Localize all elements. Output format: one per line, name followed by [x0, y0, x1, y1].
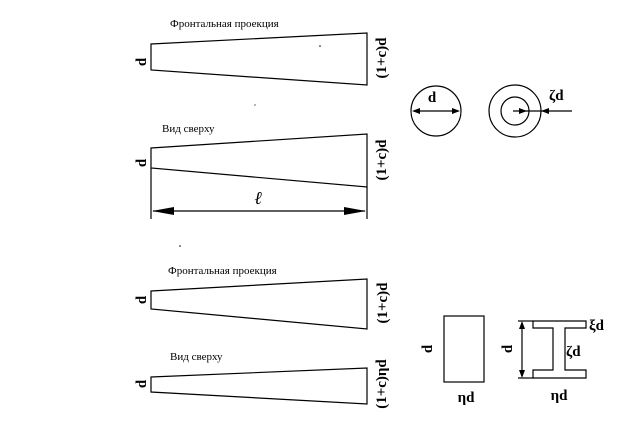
label-1c-d-frontal-top: (1+c)d [374, 37, 390, 79]
caption-top-view-bottom: Вид сверху [170, 351, 223, 363]
label-zeta-d: ζd [549, 88, 564, 104]
label-eta-d-i-beam: ηd [551, 388, 569, 404]
i-beam-section [532, 320, 587, 379]
label-1c-d-frontal-bottom: (1+c)d [375, 282, 391, 324]
rectangular-section [443, 315, 485, 383]
label-d-i-beam: d [500, 344, 516, 353]
caption-frontal-bottom: Фронтальная проекция [168, 265, 277, 277]
thickness-arrow-outer [541, 108, 549, 114]
diameter-arrow-right [452, 108, 460, 114]
beam-frontal-top [150, 32, 368, 86]
label-d-circle: d [428, 90, 437, 106]
beam-top-view-top [150, 133, 368, 188]
label-d-top-view-top: d [134, 158, 150, 167]
arrow-right [344, 207, 366, 215]
label-eta-d-rect: ηd [458, 390, 476, 406]
solid-circle-section [410, 85, 462, 137]
label-length: ℓ [254, 188, 262, 209]
label-d-top-view-bottom: d [134, 379, 150, 388]
label-d-rect: d [420, 344, 436, 353]
i-beam-dim-arrow-top [519, 321, 525, 329]
caption-frontal-top: Фронтальная проекция [170, 18, 279, 30]
diameter-arrow-left [412, 108, 420, 114]
label-1c-eta-d: (1+c)ηd [374, 359, 390, 409]
label-xi-d: ξd [589, 318, 605, 334]
beam-top-view-bottom [150, 367, 368, 405]
arrow-left [152, 207, 174, 215]
scan-speck-3 [254, 104, 256, 106]
scan-speck-1 [319, 45, 321, 47]
label-d-frontal-bottom: d [134, 295, 150, 304]
scan-speck-2 [179, 245, 181, 247]
beam-frontal-bottom [150, 278, 368, 330]
caption-top-view-top: Вид сверху [162, 123, 215, 135]
i-beam-dim-arrow-bottom [519, 370, 525, 378]
thickness-arrow-inner [519, 108, 527, 114]
label-zeta-d-i-beam: ζd [566, 344, 581, 360]
label-1c-d-top-view-top: (1+c)d [374, 139, 390, 181]
label-d-frontal-top: d [134, 57, 150, 66]
